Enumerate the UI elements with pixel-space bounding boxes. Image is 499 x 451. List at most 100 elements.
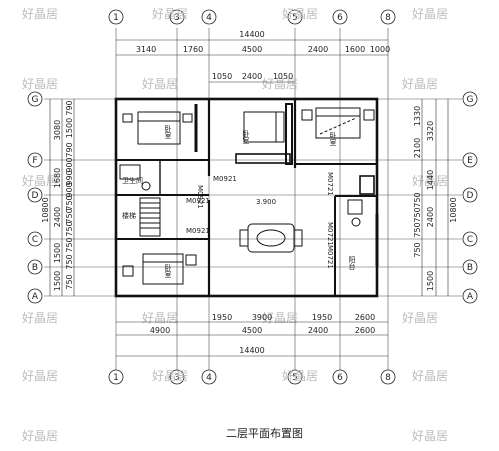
- axis-label: C: [32, 235, 38, 245]
- walls: [114, 97, 379, 298]
- bed-sw: [122, 253, 197, 285]
- dim-text: 2100: [413, 138, 422, 158]
- axis-label: 1: [113, 13, 119, 23]
- dim-text: 1440: [426, 170, 435, 190]
- dim-text: 3140: [136, 45, 156, 54]
- axis-label: G: [32, 95, 39, 105]
- axis-bubble: [332, 369, 348, 385]
- bed-ne: [301, 107, 375, 139]
- dim-text: 990: [65, 170, 74, 185]
- dim-text: 750: [65, 195, 74, 210]
- axis-bubble: [27, 259, 43, 275]
- axis-bubble: [108, 9, 124, 25]
- axis-label: 5: [292, 373, 298, 383]
- watermark-text: 好晶居: [22, 77, 58, 91]
- axis-bubble: [27, 288, 43, 304]
- dim-text: 2400: [242, 72, 262, 81]
- axis-label: E: [467, 156, 473, 166]
- outer-wall: [114, 97, 379, 298]
- axis-bubble: [287, 369, 303, 385]
- axis-label: 3: [174, 13, 180, 23]
- watermark-text: 好晶居: [282, 369, 318, 383]
- bath-fixtures: [119, 164, 363, 227]
- door-tag: M0921: [196, 185, 204, 209]
- dim-text: 1000: [370, 45, 390, 54]
- dim-text: 1050: [273, 72, 293, 81]
- dim-text: 10800: [41, 197, 50, 222]
- dim-text: 750: [413, 222, 422, 237]
- room-label: 卧室: [242, 130, 250, 144]
- dim-text: 750: [65, 221, 74, 236]
- axis-label: 6: [337, 13, 343, 23]
- dim-text: 1950: [212, 313, 232, 322]
- dim-text: 1760: [183, 45, 203, 54]
- axis-label: C: [467, 235, 473, 245]
- axis-label: F: [32, 156, 37, 166]
- dim-text: 2600: [355, 326, 375, 335]
- dim-text: 3080: [53, 120, 62, 140]
- dim-text: 1600: [345, 45, 365, 54]
- dim-text: 1500: [65, 118, 74, 138]
- watermark-text: 好晶居: [22, 174, 58, 188]
- axis-label: 6: [337, 373, 343, 383]
- axis-label: B: [467, 263, 473, 273]
- dim-text: 750: [65, 208, 74, 223]
- axis-label: A: [32, 292, 39, 302]
- axis-bubble: [27, 152, 43, 168]
- dim-text: 4900: [150, 326, 170, 335]
- room-label: 楼梯: [122, 211, 136, 220]
- axis-label: 4: [206, 373, 212, 383]
- dim-text: 2400: [53, 207, 62, 227]
- watermark-text: 好晶居: [152, 7, 188, 21]
- axis-label: D: [32, 191, 39, 201]
- dim-text: 2400: [308, 326, 328, 335]
- watermark-layer: 好晶居好晶居好晶居好晶居好晶居好晶居好晶居好晶居好晶居好晶居好晶居好晶居好晶居好…: [22, 7, 448, 443]
- watermark-text: 好晶居: [412, 7, 448, 21]
- watermark-text: 好晶居: [402, 311, 438, 325]
- door-tag: M0921: [186, 197, 210, 205]
- axis-bubble: [287, 9, 303, 25]
- bed-nw: [122, 104, 198, 152]
- furniture: [119, 103, 379, 285]
- axis-label: 3: [174, 373, 180, 383]
- axis-bubble: [380, 9, 396, 25]
- dim-text: 750: [413, 242, 422, 257]
- dim-text: 900: [65, 157, 74, 172]
- dim-text: 1330: [413, 106, 422, 126]
- dim-text: 3900: [252, 313, 272, 322]
- axis-label: B: [32, 263, 38, 273]
- room-label: 阳台: [348, 255, 356, 271]
- dim-text: 10800: [449, 197, 458, 222]
- watermark-text: 好晶居: [22, 429, 58, 443]
- dim-text: 750: [413, 192, 422, 207]
- axis-label: 8: [385, 373, 391, 383]
- axis-label: 1: [113, 373, 119, 383]
- dim-text: 14400: [239, 30, 264, 39]
- axis-bubble: [201, 9, 217, 25]
- door-tag: M0721: [326, 245, 334, 269]
- axis-bubble: [27, 187, 43, 203]
- axis-bubble: [169, 9, 185, 25]
- door-tag: M0721: [326, 222, 334, 246]
- axis-bubble: [108, 369, 124, 385]
- watermark-text: 好晶居: [142, 77, 178, 91]
- axis-label: D: [467, 191, 474, 201]
- axis-label: 4: [206, 13, 212, 23]
- stair: [139, 197, 161, 237]
- axis-bubble: [462, 259, 478, 275]
- dim-text: 790: [65, 100, 74, 115]
- labels: 卧室 卧室 卧室 卫生间 楼梯 卧室 阳台 3.900 M0921 M0921 …: [122, 125, 356, 440]
- axis-label: 5: [292, 13, 298, 23]
- axis-label: 8: [385, 13, 391, 23]
- axis-bubble: [27, 91, 43, 107]
- dim-text: 1680: [53, 168, 62, 188]
- dim-text: 750: [65, 237, 74, 252]
- drawing-title: 二层平面布置图: [226, 427, 303, 440]
- watermark-text: 好晶居: [22, 7, 58, 21]
- room-label: 卧室: [164, 125, 172, 139]
- axis-bubble: [462, 187, 478, 203]
- axis-bubble: [27, 231, 43, 247]
